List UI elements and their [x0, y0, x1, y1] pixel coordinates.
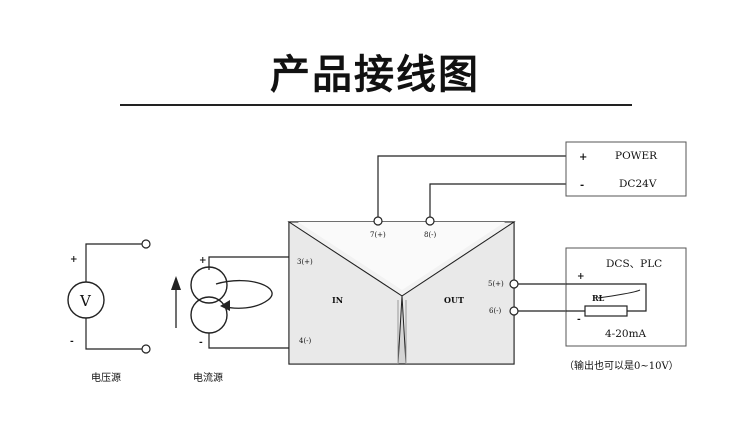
- load-current-arrow: [597, 289, 641, 299]
- voltage-source-minus: -: [70, 337, 74, 347]
- voltage-source-plus: +: [70, 255, 78, 265]
- power-voltage: DC24V: [619, 178, 657, 190]
- terminal-4-label: 4(-): [299, 337, 312, 345]
- load-resistor: [584, 305, 628, 317]
- terminal-7: [373, 216, 383, 226]
- page-title: 产品接线图: [270, 52, 480, 98]
- terminal-7-label: 7(+): [370, 231, 386, 239]
- current-source-symbol: [190, 266, 228, 334]
- output-note: （输出也可以是0~10V）: [564, 359, 679, 372]
- module-in-label: IN: [332, 295, 343, 305]
- current-source-minus: -: [199, 338, 203, 348]
- load-range-label: 4-20mA: [605, 328, 647, 340]
- current-source-caption: 电流源: [193, 371, 223, 384]
- title-underline: [120, 104, 632, 106]
- terminal-8: [425, 216, 435, 226]
- terminal-5-label: 5(+): [488, 280, 504, 288]
- voltage-source-v: V: [79, 292, 92, 310]
- power-label: POWER: [615, 150, 658, 162]
- load-box-title: DCS、PLC: [606, 258, 662, 270]
- terminal-8-label: 8(-): [424, 231, 437, 239]
- terminal-6-label: 6(-): [489, 307, 502, 315]
- voltage-terminal-top: [141, 239, 151, 249]
- power-minus: -: [580, 180, 584, 191]
- load-box: [565, 247, 687, 347]
- current-source-plus: +: [199, 256, 207, 266]
- terminal-6: [509, 306, 519, 316]
- power-box: [565, 141, 687, 197]
- converter-module: [287, 221, 516, 365]
- terminal-3-label: 3(+): [297, 258, 313, 266]
- current-flow-arrow: [215, 280, 273, 309]
- load-resistor-label: RL: [592, 293, 605, 303]
- voltage-source-caption: 电压源: [91, 371, 121, 384]
- module-out-label: OUT: [444, 295, 464, 305]
- power-plus: +: [579, 152, 587, 163]
- voltage-terminal-bottom: [141, 344, 151, 354]
- load-minus: -: [577, 315, 581, 325]
- voltage-source-symbol: [67, 281, 105, 319]
- load-plus: +: [577, 272, 585, 282]
- terminal-5: [509, 279, 519, 289]
